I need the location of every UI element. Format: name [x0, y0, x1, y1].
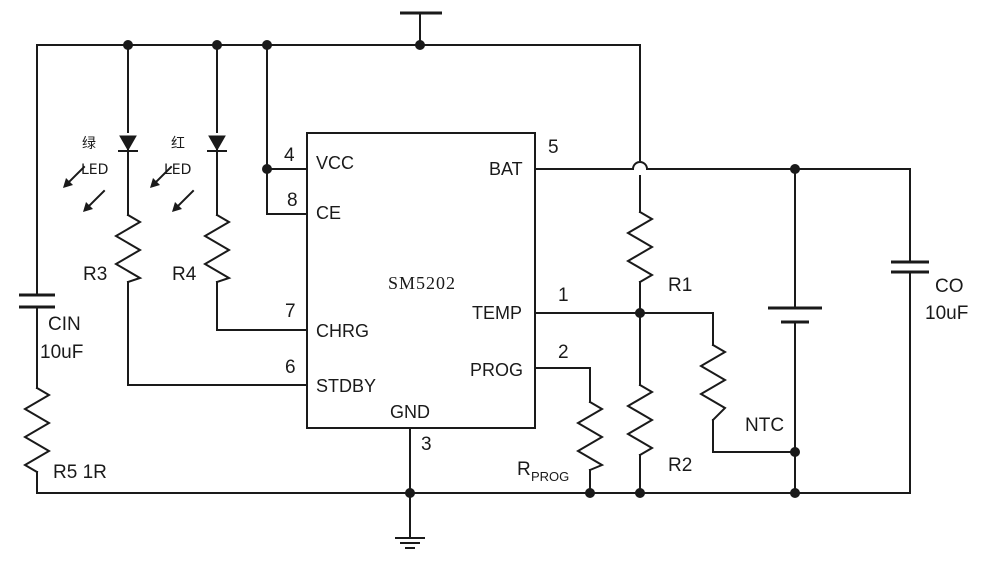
pin-prog: 2 PROG: [470, 342, 569, 380]
pin-chrg-number: 7: [285, 301, 296, 322]
pin-bat-label: BAT: [489, 159, 523, 179]
green-led-type: LED: [81, 162, 108, 178]
r4-label: R4: [172, 264, 197, 285]
rprog-label-sub: PROG: [531, 469, 569, 484]
rprog-resistor: [576, 400, 605, 472]
rprog-label: R PROG: [517, 459, 569, 484]
pin-prog-number: 2: [558, 342, 569, 363]
pin-ce-label: CE: [316, 203, 341, 223]
pin-chrg-label: CHRG: [316, 321, 369, 341]
red-led-icon: [150, 135, 227, 212]
red-led-type: LED: [164, 162, 191, 178]
ntc-resistor: [699, 343, 727, 422]
green-led-color: 绿: [82, 136, 96, 152]
r4-resistor: [203, 213, 232, 284]
co-value: 10uF: [925, 303, 968, 324]
r2-label: R2: [668, 455, 692, 476]
pin-vcc-number: 4: [284, 145, 295, 166]
wires: [36, 11, 911, 539]
rprog-label-main: R: [517, 459, 531, 480]
pin-stdby-number: 6: [285, 357, 296, 378]
ground-icon: [395, 537, 425, 549]
pin-ce-number: 8: [287, 190, 298, 211]
pin-bat-number: 5: [548, 137, 559, 158]
pin-stdby: 6 STDBY: [285, 357, 376, 396]
pin-temp-number: 1: [558, 285, 569, 306]
junctions: [123, 40, 800, 498]
r5-resistor: [23, 386, 51, 474]
pin-bat: 5 BAT: [489, 137, 559, 179]
pin-vcc-label: VCC: [316, 153, 354, 173]
co-capacitor: [891, 260, 929, 274]
r3-label: R3: [83, 264, 107, 285]
red-led-color: 红: [171, 136, 185, 152]
battery-icon: [768, 306, 822, 324]
pin-gnd: GND 3: [390, 402, 432, 455]
cin-value: 10uF: [40, 342, 83, 363]
co-name: CO: [935, 276, 964, 297]
chip-name: SM5202: [388, 273, 456, 293]
pin-ce: 8 CE: [287, 190, 341, 223]
pin-prog-label: PROG: [470, 360, 523, 380]
ic-body: [306, 132, 536, 429]
r2-resistor: [626, 383, 654, 457]
pin-stdby-label: STDBY: [316, 376, 376, 396]
pin-chrg: 7 CHRG: [285, 301, 369, 341]
cin-name: CIN: [48, 314, 81, 335]
r5-label: R5 1R: [53, 462, 107, 483]
r1-resistor: [626, 210, 654, 284]
pin-temp-label: TEMP: [472, 303, 522, 323]
green-led-icon: [63, 135, 138, 212]
r1-label: R1: [668, 275, 692, 296]
pin-gnd-number: 3: [421, 434, 432, 455]
cin-capacitor: [19, 293, 55, 309]
r3-resistor: [114, 213, 143, 284]
pin-temp: 1 TEMP: [472, 285, 569, 323]
pin-gnd-label: GND: [390, 402, 430, 422]
ntc-label: NTC: [745, 415, 784, 436]
pin-vcc: 4 VCC: [284, 145, 354, 173]
